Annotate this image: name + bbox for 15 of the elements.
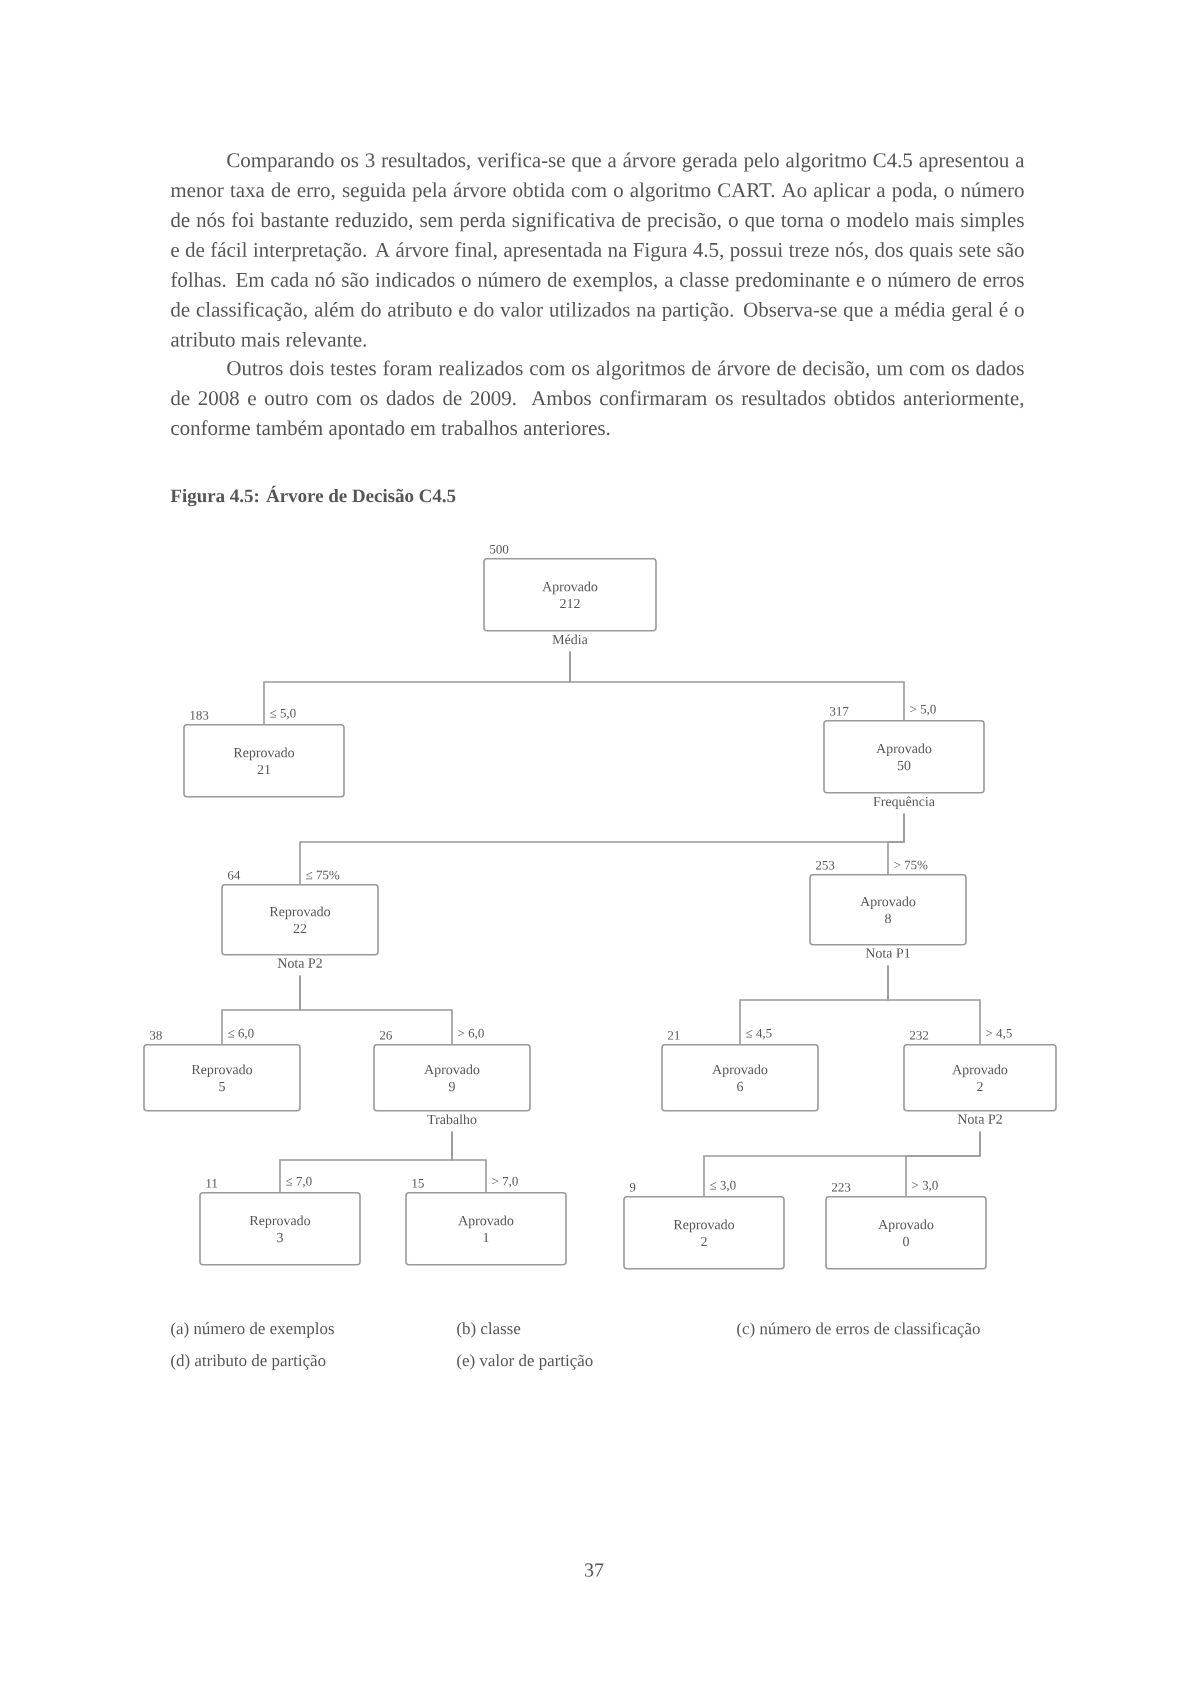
connector-line: [451, 1130, 487, 1193]
paragraph: Comparando os 3 resultados, verifica-se que a árvore gerada pelo algoritmo C4.5 apresentou a menor taxa de erro, seguida pela árvore obtida com o algoritmo CART. Ao aplicar a poda, o número de nós foi bastante reduzido, sem perda significativa de precisão, o que torna o modelo mais simples e de fácil interpretação. A árvore final, apresentada na Figura 4.5, possui treze nós, dos quais sete são folhas. Em cada nó são indicados o número de exemplos, a classe predominante e o número de erros de classificação, além do atributo e do valor utilizados na partição. Observa-se que a média geral é o atributo mais relevante.: [170, 152, 1025, 347]
paragraph: Outros dois testes foram realizados com os algoritmos de árvore de decisão, um com os dados de 2008 e outro com os dados de 2009. Ambos confirmaram os resultados obtidos anteriormente, conforme também apontado em trabalhos anteriores.: [171, 360, 1024, 440]
key-entry: (a) número de exemplos: [171, 1322, 334, 1338]
key-entry: (d) atributo de partição: [171, 1354, 326, 1370]
connector-line: [905, 1130, 981, 1197]
connector-line: [887, 964, 981, 1045]
key-entry: (c) número de erros de classificação: [737, 1322, 980, 1338]
figure-title: Figura 4.5: Árvore de Decisão C4.5: [170, 485, 456, 507]
connector-line: [887, 812, 905, 875]
key-entry: (e) valor de partição: [457, 1354, 593, 1370]
connector-line: [299, 974, 453, 1045]
connector-line: [569, 650, 905, 721]
key-entry: (b) classe: [457, 1322, 521, 1338]
page-number: 37: [585, 1563, 604, 1577]
